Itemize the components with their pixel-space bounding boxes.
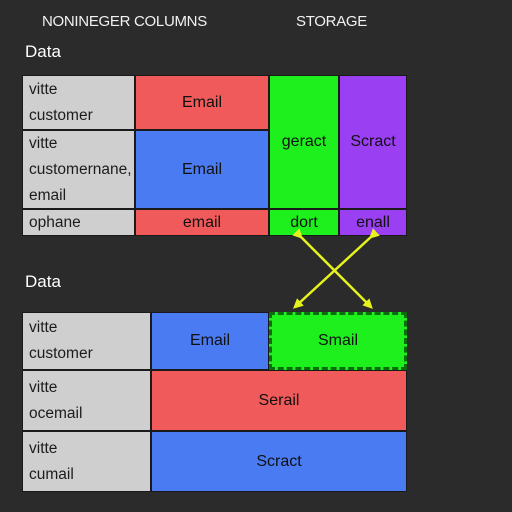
- top-row-1-label: vitte customer: [22, 75, 135, 130]
- top-row-3-label: ophane: [22, 209, 135, 236]
- top-row-2-label-line-3: email: [29, 186, 67, 204]
- bottom-row-3-label-line-1: vitte: [29, 439, 58, 457]
- bottom-row-1-smail-cell: Smail: [269, 312, 407, 370]
- top-green-bottom-cell: dort: [269, 209, 339, 236]
- bottom-row-1-label-line-1: vitte: [29, 319, 58, 336]
- bottom-section-title: Data: [25, 272, 61, 291]
- top-purple-column-cell: Scract: [339, 75, 407, 209]
- top-row-2-label-line-1: vitte: [29, 134, 58, 152]
- bottom-row-2-label-line-2: ocemail: [29, 404, 83, 422]
- arrow-green-to-smail: [292, 228, 373, 309]
- top-row-1-email-cell: Email: [135, 75, 269, 130]
- bottom-row-1-email-cell: Email: [151, 312, 269, 370]
- header-left-title: NONINEGER COLUMNS: [42, 13, 207, 30]
- top-row-2-label: vitte customernane, email: [22, 130, 135, 209]
- top-row-3-email-cell: email: [135, 209, 269, 236]
- top-green-column-cell: geract: [269, 75, 339, 209]
- bottom-row-2-label: vitte ocemail: [22, 370, 151, 431]
- bottom-row-3-scract-cell: Scract: [151, 431, 407, 492]
- bottom-row-2-serail-cell: Serail: [151, 370, 407, 431]
- top-row-1-label-line-1: vitte: [29, 80, 58, 98]
- bottom-row-2-label-line-1: vitte: [29, 378, 58, 396]
- bottom-row-3-label: vitte cumail: [22, 431, 151, 492]
- header-right-title: STORAGE: [296, 13, 367, 30]
- bottom-row-3-label-line-2: cumail: [29, 465, 74, 483]
- top-purple-bottom-cell: enall: [339, 209, 407, 236]
- top-section-title: Data: [25, 42, 61, 61]
- top-row-3-label-line-1: ophane: [29, 213, 81, 231]
- bottom-row-1-label-line-2: customer: [29, 345, 93, 362]
- arrow-purple-to-dashed: [293, 228, 380, 309]
- top-row-2-email-cell: Email: [135, 130, 269, 209]
- top-row-1-label-line-2: customer: [29, 106, 93, 124]
- bottom-row-1-label: vitte customer: [22, 312, 151, 370]
- top-row-2-label-line-2: customernane,: [29, 160, 132, 178]
